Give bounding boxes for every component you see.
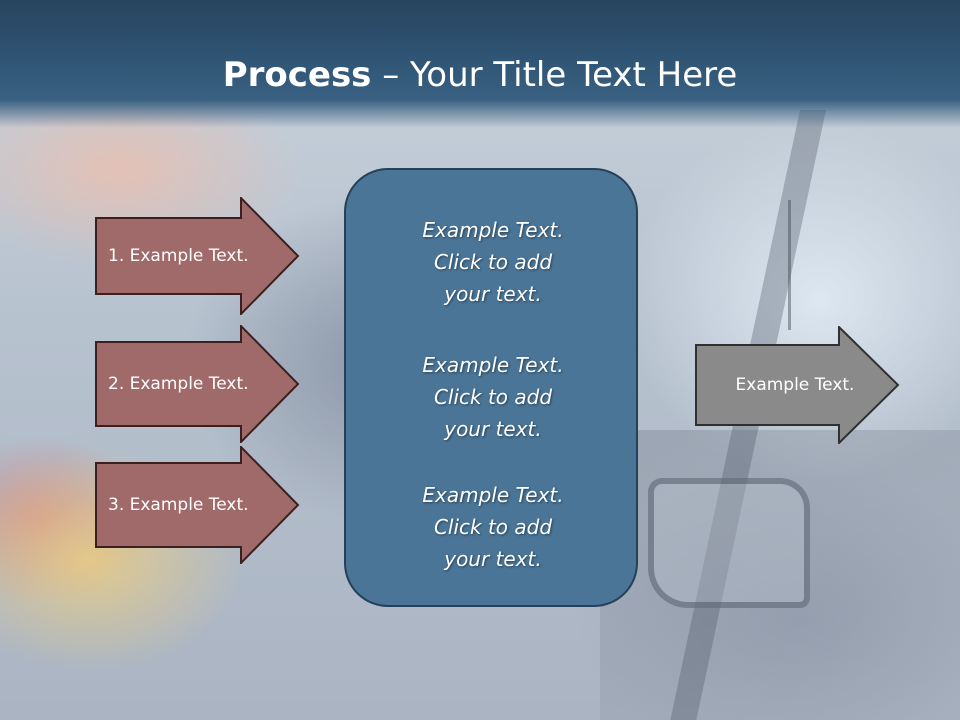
center-line: Click to add [433, 515, 553, 539]
center-line: your text. [444, 417, 542, 441]
arrow-shape-icon [695, 326, 900, 444]
arrow-label: 1. Example Text. [108, 246, 249, 266]
center-line: Example Text. [422, 483, 564, 507]
arrow-shape-icon [95, 446, 300, 564]
center-text-block-1: Example Text. Click to add your text. [346, 214, 640, 310]
process-arrow-1[interactable]: 1. Example Text. [95, 197, 300, 315]
arrow-shape-icon [95, 197, 300, 315]
center-line: your text. [444, 282, 542, 306]
center-text-block-2: Example Text. Click to add your text. [346, 349, 640, 445]
arrow-label: Example Text. [735, 375, 855, 395]
center-text-block-3: Example Text. Click to add your text. [346, 479, 640, 575]
title-band [0, 0, 960, 128]
center-line: Example Text. [422, 218, 564, 242]
center-content-box[interactable]: Example Text. Click to add your text. Ex… [344, 168, 638, 607]
utility-pole-shape [788, 200, 791, 330]
result-arrow[interactable]: Example Text. [695, 326, 900, 444]
title-rest: – Your Title Text Here [371, 55, 738, 95]
side-mirror-shape [648, 478, 810, 608]
center-line: Example Text. [422, 353, 564, 377]
arrow-label: 2. Example Text. [108, 374, 249, 394]
process-arrow-3[interactable]: 3. Example Text. [95, 446, 300, 564]
center-line: your text. [444, 547, 542, 571]
arrow-label: 3. Example Text. [108, 495, 249, 515]
arrow-shape-icon [95, 325, 300, 443]
center-line: Click to add [433, 250, 553, 274]
slide-title[interactable]: Process – Your Title Text Here [0, 50, 960, 100]
process-arrow-2[interactable]: 2. Example Text. [95, 325, 300, 443]
title-bold: Process [222, 55, 372, 95]
center-line: Click to add [433, 385, 553, 409]
